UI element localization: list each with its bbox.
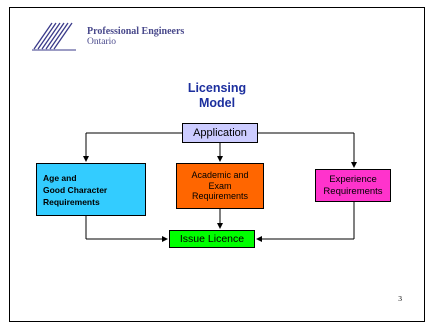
issue-licence-node: Issue Licence: [169, 230, 255, 248]
academic-node-line2: Exam: [208, 180, 232, 191]
diagram-title-line1: Licensing: [187, 81, 247, 95]
academic-node-line1: Academic and: [191, 170, 249, 181]
diagram-title-line2: Model: [198, 96, 236, 110]
age-good-character-node: Age and Good Character Requirements: [36, 163, 146, 216]
age-node-line2: Good Character: [43, 184, 108, 195]
org-name-line2: Ontario: [87, 37, 117, 47]
application-node: Application: [182, 123, 258, 143]
page-number: 3: [398, 294, 402, 303]
slide: Professional Engineers Ontario Licensing…: [9, 7, 425, 322]
academic-node-line3: Requirements: [191, 191, 249, 202]
age-node-line3: Requirements: [43, 196, 100, 207]
connector-lines: [83, 132, 357, 242]
experience-node-line1: Experience: [329, 174, 377, 185]
age-node-line1: Age and: [43, 172, 77, 183]
professional-engineers-logo-icon: [32, 22, 76, 51]
experience-node-line2: Requirements: [323, 185, 383, 197]
org-name-line1: Professional Engineers: [87, 26, 185, 37]
academic-exam-node: Academic and Exam Requirements: [176, 163, 264, 209]
experience-node: Experience Requirements: [315, 169, 391, 202]
